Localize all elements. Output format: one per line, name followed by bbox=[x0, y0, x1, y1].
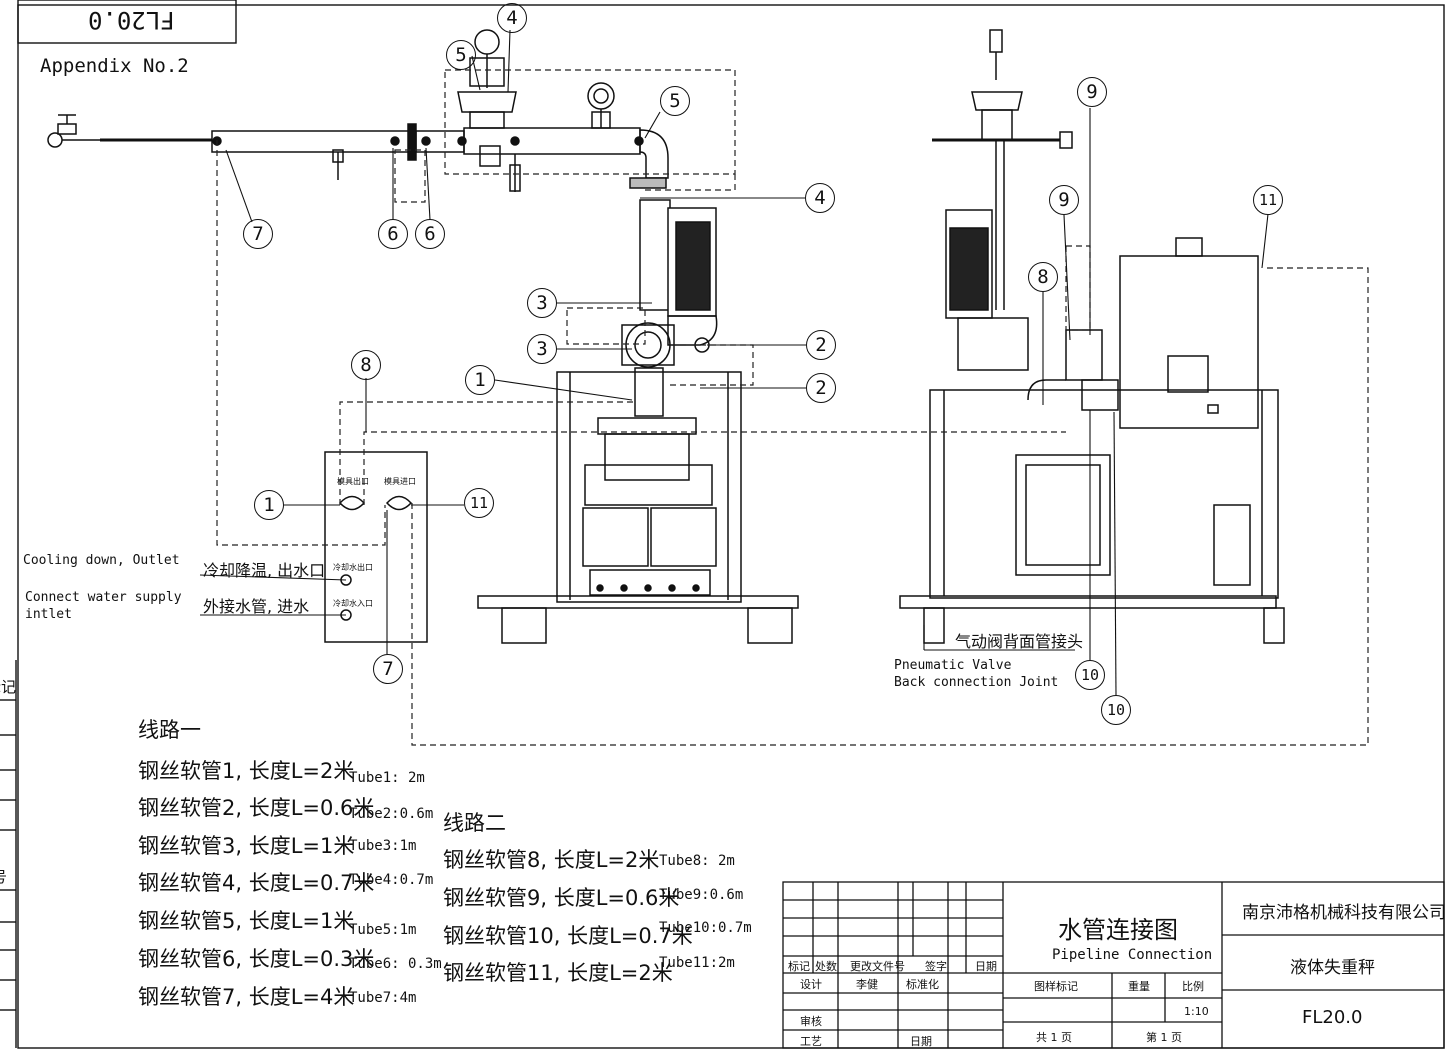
balloon-3-upper: 3 bbox=[527, 288, 557, 318]
balloon-11-left: 11 bbox=[464, 488, 494, 518]
line-two-title: 线路二 bbox=[443, 811, 506, 835]
line-two-tube-8-cn: 钢丝软管8, 长度L=2米 bbox=[443, 848, 660, 872]
tb-date: 日期 bbox=[910, 1035, 932, 1048]
balloon-1-left: 1 bbox=[254, 490, 284, 520]
line-one-tube-2-cn: 钢丝软管2, 长度L=0.6米 bbox=[138, 796, 375, 820]
company-name: 南京沛格机械科技有限公司 bbox=[1242, 903, 1446, 923]
line-one-tube-3-cn: 钢丝软管3, 长度L=1米 bbox=[138, 834, 355, 858]
tb-standardization: 标准化 bbox=[906, 978, 939, 991]
pneumatic-valve-cn: 气动阀背面管接头 bbox=[955, 632, 1084, 651]
water-supply-en-line1: Connect water supply bbox=[25, 590, 182, 605]
drawing-number: FL20.0 bbox=[1302, 1007, 1363, 1028]
balloon-7-top: 7 bbox=[243, 219, 273, 249]
cooling-water-out-label: 冷却水出口 bbox=[333, 563, 373, 572]
line-one-tube-5-en: Tube5:1m bbox=[349, 922, 417, 938]
drawing-title-cn: 水管连接图 bbox=[1058, 916, 1178, 944]
tb-col-signature: 签字 bbox=[925, 960, 947, 973]
line-two-tube-9-cn: 钢丝软管9, 长度L=0.6米 bbox=[443, 886, 680, 910]
tb-page-no: 第 1 页 bbox=[1146, 1031, 1182, 1044]
line-one-tube-2-en: Tube2:0.6m bbox=[349, 806, 434, 822]
balloon-2-upper: 2 bbox=[806, 330, 836, 360]
line-one-tube-4-cn: 钢丝软管4, 长度L=0.7米 bbox=[138, 871, 375, 895]
balloon-4-top: 4 bbox=[497, 3, 527, 33]
tb-review: 审核 bbox=[800, 1015, 822, 1028]
cooling-outlet-cn: 冷却降温, 出水口 bbox=[203, 561, 326, 580]
line-one-tube-7-en: Tube7:4m bbox=[349, 990, 417, 1006]
tb-designer: 李健 bbox=[856, 978, 878, 991]
product-name: 液体失重秤 bbox=[1290, 958, 1375, 978]
line-two-tube-10-en: Tube10:0.7m bbox=[659, 920, 752, 936]
line-one-tube-3-en: Tube3:1m bbox=[349, 838, 417, 854]
pneumatic-valve-en-line2: Back connection Joint bbox=[894, 675, 1059, 690]
water-supply-en-line2: intlet bbox=[25, 607, 72, 622]
margin-label-lower: 号 bbox=[0, 866, 7, 887]
line-one-tube-6-cn: 钢丝软管6, 长度L=0.3米 bbox=[138, 947, 375, 971]
tb-col-change-doc: 更改文件号 bbox=[850, 960, 905, 973]
balloon-2-lower: 2 bbox=[806, 373, 836, 403]
drawing-title-en: Pipeline Connection bbox=[1052, 947, 1213, 963]
line-two-tube-11-en: Tube11:2m bbox=[659, 955, 735, 971]
line-two-tube-8-en: Tube8: 2m bbox=[659, 853, 735, 869]
line-one-tube-7-cn: 钢丝软管7, 长度L=4米 bbox=[138, 985, 355, 1009]
tb-process: 工艺 bbox=[800, 1035, 822, 1048]
line-one-tube-6-en: Tube6: 0.3m bbox=[349, 956, 442, 972]
line-two-tube-9-en: Tube9:0.6m bbox=[659, 887, 744, 903]
balloon-5-left: 5 bbox=[446, 40, 476, 70]
line-one-tube-1-en: Tube1: 2m bbox=[349, 770, 425, 786]
balloon-8-left: 8 bbox=[351, 350, 381, 380]
balloon-6-right: 6 bbox=[415, 219, 445, 249]
balloon-9-upper: 9 bbox=[1077, 77, 1107, 107]
pneumatic-valve-en-line1: Pneumatic Valve bbox=[894, 658, 1012, 673]
tb-scale-label: 比例 bbox=[1182, 980, 1204, 993]
line-one-title: 线路一 bbox=[138, 718, 201, 742]
balloon-5-right: 5 bbox=[660, 86, 690, 116]
margin-label-upper: 标记 bbox=[0, 678, 17, 696]
tb-total-pages: 共 1 页 bbox=[1036, 1031, 1072, 1044]
drawing-number-flipped: FL20.0 bbox=[88, 6, 175, 34]
balloon-7-bottom: 7 bbox=[373, 654, 403, 684]
tb-design-label: 设计 bbox=[800, 978, 822, 991]
balloon-6-left: 6 bbox=[378, 219, 408, 249]
tb-stage-mark: 图样标记 bbox=[1034, 980, 1078, 993]
balloon-9-lower: 9 bbox=[1049, 185, 1079, 215]
line-one-tube-4-en: Tube4:0.7m bbox=[349, 872, 434, 888]
line-two-tube-10-cn: 钢丝软管10, 长度L=0.7米 bbox=[443, 924, 693, 948]
balloon-3-lower: 3 bbox=[527, 334, 557, 364]
water-supply-cn: 外接水管, 进水 bbox=[203, 597, 310, 616]
mold-inlet-label: 模具进口 bbox=[384, 477, 416, 486]
balloon-10-lower: 10 bbox=[1101, 695, 1131, 725]
tb-col-date: 日期 bbox=[975, 960, 997, 973]
tb-col-count: 处数 bbox=[815, 960, 837, 973]
balloon-10-upper: 10 bbox=[1075, 660, 1105, 690]
tb-scale-value: 1:10 bbox=[1184, 1005, 1209, 1018]
mold-outlet-label: 模具出口 bbox=[337, 477, 369, 486]
line-one-tube-5-cn: 钢丝软管5, 长度L=1米 bbox=[138, 909, 355, 933]
balloon-1-pump: 1 bbox=[465, 365, 495, 395]
tb-col-mark: 标记 bbox=[788, 960, 810, 973]
line-two-tube-11-cn: 钢丝软管11, 长度L=2米 bbox=[443, 961, 673, 985]
appendix-label: Appendix No.2 bbox=[40, 55, 189, 77]
tb-weight: 重量 bbox=[1128, 980, 1150, 993]
line-one-tube-1-cn: 钢丝软管1, 长度L=2米 bbox=[138, 759, 355, 783]
cooling-outlet-en: Cooling down, Outlet bbox=[23, 553, 180, 568]
balloon-8-right: 8 bbox=[1028, 262, 1058, 292]
balloon-4-elbow: 4 bbox=[805, 183, 835, 213]
balloon-11-right: 11 bbox=[1253, 185, 1283, 215]
cooling-water-in-label: 冷却水入口 bbox=[333, 599, 373, 608]
